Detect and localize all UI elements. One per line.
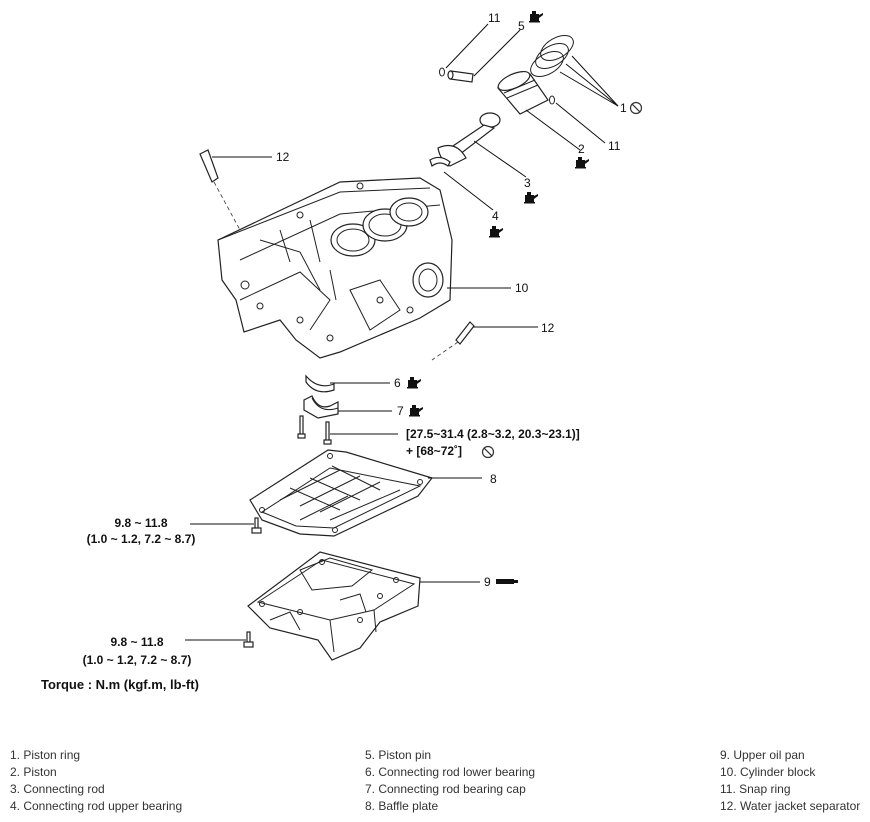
- conrod-upper-bearing: [429, 156, 451, 167]
- legend-item: 8. Baffle plate: [365, 799, 439, 813]
- legend-item: 12. Water jacket separator: [720, 799, 861, 813]
- callout-7: 7: [397, 404, 404, 418]
- callout-3: 3: [524, 176, 531, 190]
- connecting-rod: [437, 112, 501, 167]
- conrod-bearing-cap: [303, 395, 339, 419]
- legend-item: 9. Upper oil pan: [720, 748, 805, 762]
- do-not-reuse-icon: [629, 101, 643, 115]
- piston-pin: [447, 70, 474, 83]
- oilpan-torque-line2: (1.0 ~ 1.2, 7.2 ~ 8.7): [83, 653, 192, 667]
- legend-item: 10. Cylinder block: [720, 765, 816, 779]
- callout-11-top: 11: [488, 11, 501, 25]
- oil-pan-bolt: [243, 631, 254, 648]
- oil-can-icon: [524, 192, 538, 204]
- legend-item: 6. Connecting rod lower bearing: [365, 765, 536, 779]
- water-jacket-separator-right: [455, 321, 475, 345]
- baffle-bolt: [251, 517, 262, 534]
- baffle-plate: [249, 449, 434, 537]
- legend-item: 3. Connecting rod: [10, 782, 105, 796]
- legend-column-3: 9. Upper oil pan 10. Cylinder block 11. …: [720, 747, 860, 815]
- callout-11-right: 11: [608, 139, 621, 153]
- legend-item: 11. Snap ring: [720, 782, 791, 796]
- torque-unit-note: Torque : N.m (kgf.m, lb-ft): [41, 677, 199, 692]
- snap-ring-right: [549, 95, 555, 105]
- callout-5: 5: [518, 19, 525, 33]
- oil-can-icon: [529, 11, 543, 23]
- callout-2: 2: [578, 142, 585, 156]
- oil-can-icon: [407, 377, 421, 389]
- conrod-bolt-torque-line1: [27.5~31.4 (2.8~3.2, 20.3~23.1)]: [406, 427, 580, 441]
- legend-column-1: 1. Piston ring 2. Piston 3. Connecting r…: [10, 747, 182, 815]
- callout-4: 4: [492, 209, 499, 223]
- legend-column-2: 5. Piston pin 6. Connecting rod lower be…: [365, 747, 535, 815]
- legend-item: 2. Piston: [10, 765, 57, 779]
- exploded-view-diagram: 1 2 5 11 11 3 4 12: [41, 11, 643, 692]
- oil-can-icon: [409, 405, 423, 417]
- baffle-torque-line1: 9.8 ~ 11.8: [114, 516, 167, 530]
- legend-item: 5. Piston pin: [365, 748, 432, 762]
- water-jacket-separator-top: [199, 149, 219, 183]
- sealant-tube-icon: [496, 579, 518, 584]
- legend-item: 1. Piston ring: [10, 748, 81, 762]
- baffle-torque-line2: (1.0 ~ 1.2, 7.2 ~ 8.7): [87, 532, 196, 546]
- callout-6: 6: [394, 376, 401, 390]
- callout-12-top: 12: [276, 150, 290, 164]
- snap-ring-left: [439, 67, 445, 77]
- conrod-bolts: [297, 415, 332, 445]
- piston-rings: [530, 35, 574, 77]
- upper-oil-pan: [247, 551, 421, 661]
- piston: [497, 70, 549, 115]
- do-not-reuse-icon: [481, 445, 495, 459]
- conrod-bolt-torque-line2: + [68~72˚]: [406, 444, 462, 458]
- oil-can-icon: [489, 226, 503, 238]
- callout-10: 10: [515, 281, 529, 295]
- legend-item: 4. Connecting rod upper bearing: [10, 799, 183, 813]
- legend-item: 7. Connecting rod bearing cap: [365, 782, 526, 796]
- cylinder-block: [217, 177, 453, 359]
- conrod-lower-bearing: [305, 374, 335, 393]
- oilpan-torque-line1: 9.8 ~ 11.8: [110, 635, 163, 649]
- oil-can-icon: [575, 157, 589, 169]
- callout-1: 1: [620, 101, 627, 115]
- callout-12-right: 12: [541, 321, 555, 335]
- callout-9: 9: [484, 575, 491, 589]
- callout-8: 8: [490, 472, 497, 486]
